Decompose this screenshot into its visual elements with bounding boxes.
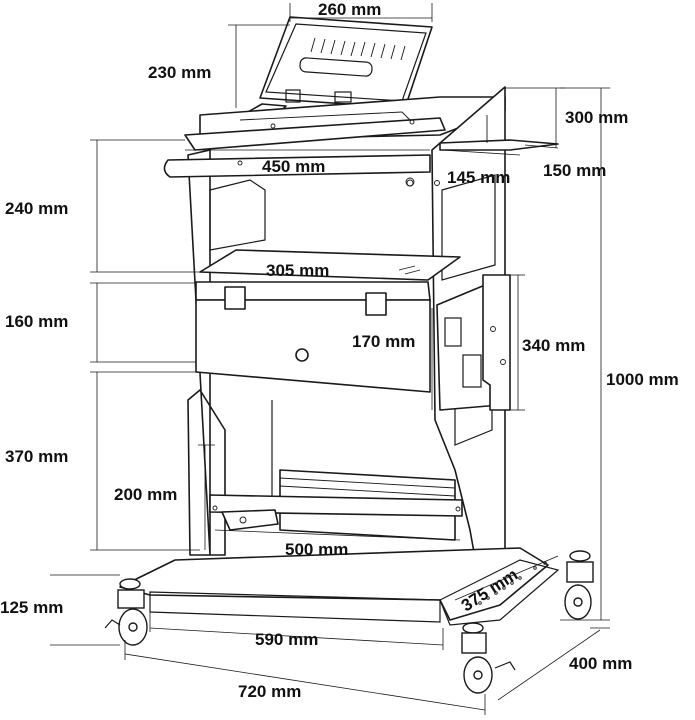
label-laptop-width: 260 mm <box>318 0 381 19</box>
label-drawer-width: 305 mm <box>266 261 329 280</box>
caster-back-right <box>564 550 594 620</box>
label-wheel-height: 125 mm <box>0 598 63 617</box>
dimension-labels: 260 mm 230 mm 300 mm 450 mm 145 mm 150 m… <box>0 0 679 701</box>
label-laptop-depth: 230 mm <box>148 63 211 82</box>
label-lower-bar-height: 200 mm <box>114 485 177 504</box>
label-base-depth-total: 400 mm <box>569 654 632 673</box>
label-side-tray-depth: 150 mm <box>543 161 606 180</box>
base <box>119 547 560 626</box>
handle-bar <box>163 154 431 187</box>
top-shelf <box>184 96 506 151</box>
label-lower-bar-width: 500 mm <box>285 540 348 559</box>
lower-frame <box>209 400 463 541</box>
caster-front-left <box>104 578 148 646</box>
label-side-tray-width: 145 mm <box>447 168 510 187</box>
label-lower-section-height: 370 mm <box>5 447 68 466</box>
label-base-inner-width: 590 mm <box>255 630 318 649</box>
middle-shelf <box>199 249 461 281</box>
label-base-total-width: 720 mm <box>238 682 301 701</box>
label-drawer-depth: 170 mm <box>352 332 415 351</box>
side-rail-panel <box>436 274 511 411</box>
label-side-tray-height: 300 mm <box>565 108 628 127</box>
label-upper-section-height: 240 mm <box>5 199 68 218</box>
caster-front-right <box>461 622 516 694</box>
label-drawer-height: 160 mm <box>5 312 68 331</box>
label-top-shelf-width: 450 mm <box>262 157 325 176</box>
label-total-height: 1000 mm <box>606 370 679 389</box>
side-tray <box>439 115 559 151</box>
dimension-lines <box>50 3 610 715</box>
drawer <box>195 265 431 393</box>
label-side-rail-height: 340 mm <box>522 336 585 355</box>
